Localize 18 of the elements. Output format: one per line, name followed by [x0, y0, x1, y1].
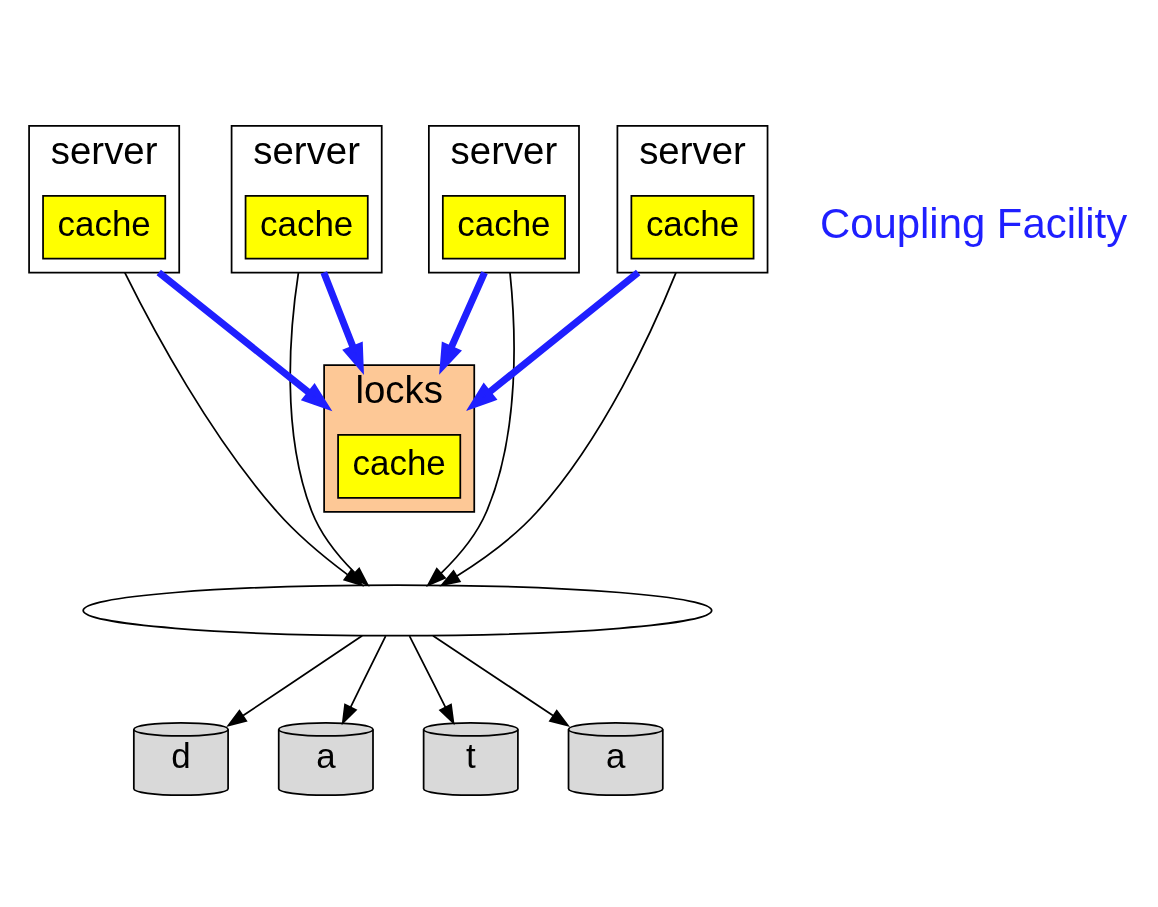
- node-box: cache: [244, 194, 369, 260]
- node-box: cache: [630, 194, 755, 260]
- arrow: [226, 634, 364, 727]
- arrow: [466, 269, 641, 411]
- arrow: [439, 271, 488, 375]
- arrow: [408, 635, 455, 726]
- node-ellipse: [82, 584, 713, 637]
- arrow: [123, 271, 365, 587]
- arrow: [439, 271, 677, 587]
- label: Coupling Facility: [819, 200, 1128, 248]
- arrow: [341, 635, 387, 726]
- node-box: cache: [337, 434, 462, 499]
- arrow: [426, 271, 515, 587]
- arrow: [320, 271, 364, 375]
- arrow: [432, 634, 571, 727]
- node-box: cache: [441, 194, 566, 260]
- node-box: cache: [42, 194, 167, 260]
- arrow: [156, 269, 333, 412]
